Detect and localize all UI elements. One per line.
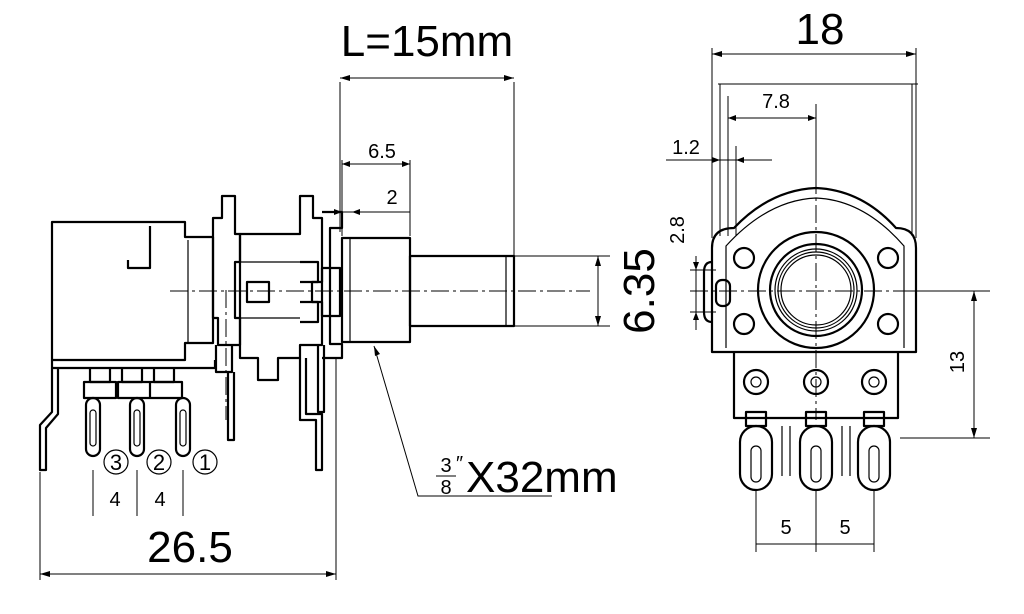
pin-3-label: 3 (110, 450, 122, 475)
dim-lug-thickness: 1.2 (666, 137, 772, 236)
front-bushing-outer (756, 230, 876, 350)
label-bushing-length: 6.5 (368, 141, 396, 163)
thread-frac-den: 8 (440, 477, 451, 499)
thread-frac-mark: ″ (456, 453, 463, 475)
front-bump-br (876, 312, 900, 336)
mount-leg-right (226, 372, 236, 442)
side-view: 3 2 1 L=15mm 6.5 2 6.35 (38, 17, 664, 580)
thread-spec: X32mm (466, 453, 618, 502)
dim-shaft-length: L=15mm (339, 17, 515, 256)
center-block (245, 280, 271, 304)
front-pins (738, 410, 892, 492)
keyway (310, 266, 342, 318)
dim-body-width: 18 (711, 5, 917, 238)
mount-leg-front-2 (316, 345, 326, 414)
label-lug-thickness: 1.2 (672, 137, 700, 159)
dim-center-height: 13 (900, 290, 990, 439)
mount-leg-front (298, 358, 324, 472)
dim-bushing-length: 6.5 (341, 141, 411, 236)
dim-bushing-to-center: 7.8 (727, 91, 817, 236)
dim-lug-height: 2.8 (667, 216, 716, 330)
front-bump-tr (876, 246, 900, 270)
bushing (340, 236, 412, 344)
side-pins (82, 368, 192, 458)
label-side-pitch-b: 4 (154, 489, 165, 511)
pin-1-circle (192, 449, 218, 475)
pin-2-label: 2 (153, 450, 165, 475)
front-view: 18 7.8 1.2 2.8 13 5 (666, 5, 990, 552)
dim-side-pin-pitch: 4 4 (92, 470, 184, 516)
front-terminal-3 (860, 368, 888, 396)
rear-clip-bottom (214, 345, 234, 374)
label-side-pitch-a: 4 (109, 489, 120, 511)
front-bump-bl (732, 312, 756, 336)
pin-1-label: 1 (199, 450, 211, 475)
body-detail (240, 261, 300, 319)
thread-frac-num: 3 (440, 455, 451, 477)
label-shaft-length: L=15mm (341, 17, 513, 66)
front-terminal-1 (742, 368, 770, 396)
rear-housing (50, 220, 215, 362)
dim-front-pin-pitch: 5 5 (755, 490, 875, 552)
pin-labels: 3 2 1 (103, 449, 218, 475)
pin-3-circle (103, 449, 129, 475)
front-lug-slot (714, 278, 732, 308)
front-lug-left (702, 260, 713, 324)
front-clip (300, 260, 320, 324)
label-body-width: 18 (796, 5, 845, 54)
dim-overall-length: 26.5 (39, 358, 337, 580)
housing-marking (126, 226, 152, 270)
mount-leg-left (38, 368, 60, 472)
pin-2-circle (146, 449, 172, 475)
dim-flat-length: 2 (332, 187, 410, 215)
label-overall-length: 26.5 (147, 523, 233, 572)
thread-callout: 3 ″ 8 X32mm (373, 345, 618, 502)
label-front-pitch-b: 5 (839, 517, 850, 539)
dim-shaft-diameter: 6.35 (514, 248, 664, 334)
label-bushing-to-center: 7.8 (762, 91, 790, 113)
housing-base (50, 360, 217, 370)
front-bushing-ring-1 (774, 248, 858, 332)
label-front-pitch-a: 5 (780, 517, 791, 539)
label-center-height: 13 (947, 351, 969, 373)
label-flat-length: 2 (386, 187, 397, 209)
front-bump-tl (732, 246, 756, 270)
label-lug-height: 2.8 (667, 216, 689, 244)
middle-body (238, 194, 324, 382)
rear-clip (211, 194, 242, 347)
label-shaft-diameter: 6.35 (615, 248, 664, 334)
